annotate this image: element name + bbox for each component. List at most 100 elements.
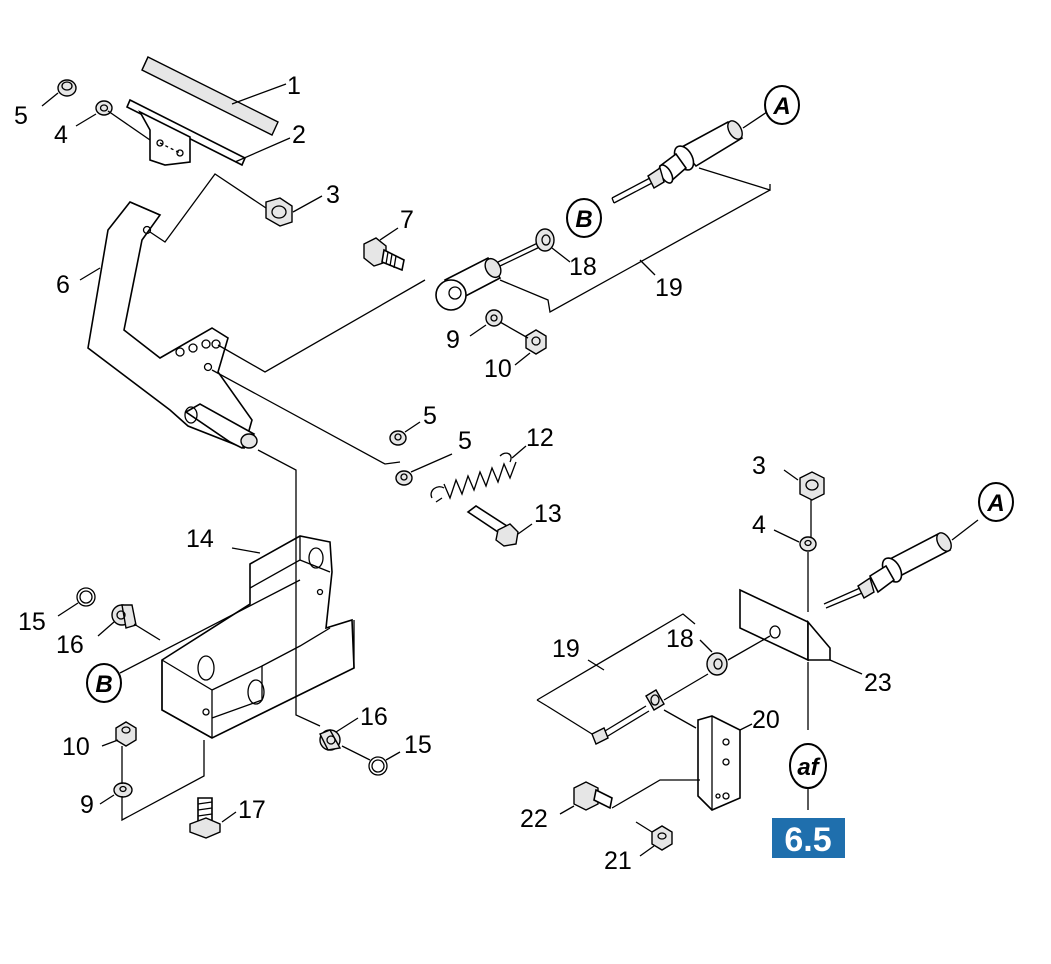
ref-circle-A-right: A <box>978 482 1014 522</box>
callout-13: 13 <box>534 500 562 528</box>
callout-4a: 4 <box>54 121 68 149</box>
nut-10-top <box>525 329 547 355</box>
leader-10a <box>514 352 531 366</box>
bolt-3-top <box>265 197 293 227</box>
callout-3a: 3 <box>326 181 340 209</box>
leader-9a <box>469 324 487 337</box>
callout-5a: 5 <box>14 102 28 130</box>
rod-end-19 <box>435 239 547 311</box>
callout-15a: 15 <box>18 608 46 636</box>
leader-16a <box>97 621 115 637</box>
callout-2: 2 <box>292 121 306 149</box>
bracket-19a-top <box>698 167 771 191</box>
ref-circle-B-left: B <box>86 663 122 703</box>
nut-5-spring-a <box>389 430 407 446</box>
washer-18-right <box>706 652 728 676</box>
leader-12 <box>511 445 527 459</box>
section-badge[interactable]: 6.5 <box>772 818 845 859</box>
bracket-19a <box>499 189 771 314</box>
bracket-19b-end <box>536 699 548 707</box>
leader-19b <box>587 659 605 671</box>
ref-circle-A-top: A <box>764 85 800 125</box>
leader-22 <box>559 805 575 815</box>
callout-5b: 5 <box>423 402 437 430</box>
bracket-19b <box>536 613 696 701</box>
leader-A-top <box>742 111 768 129</box>
assembly-line-20 <box>663 709 697 729</box>
nut-5-top <box>57 79 77 97</box>
callout-18a: 18 <box>569 253 597 281</box>
bolt-17 <box>189 797 221 839</box>
callout-10a: 10 <box>484 355 512 383</box>
callout-17: 17 <box>238 796 266 824</box>
assembly-line-16a <box>133 623 161 641</box>
assembly-line-9b <box>121 740 205 822</box>
callout-16a: 16 <box>56 631 84 659</box>
ref-circle-af: af <box>789 743 827 789</box>
assembly-line-spring <box>211 369 401 465</box>
leader-4a <box>75 113 97 127</box>
leader-1 <box>231 83 287 105</box>
callout-18b: 18 <box>666 625 694 653</box>
bolt-22 <box>573 781 613 811</box>
assembly-line-21 <box>635 821 653 833</box>
cable-right <box>823 532 952 609</box>
assembly-line-18b <box>727 635 771 661</box>
leader-23 <box>829 659 863 675</box>
svg-text:6.5: 6.5 <box>784 821 831 859</box>
nut-21 <box>651 825 673 851</box>
callout-12: 12 <box>526 424 554 452</box>
svg-text:af: af <box>797 754 820 781</box>
leader-18b <box>699 639 713 653</box>
callout-16b: 16 <box>360 703 388 731</box>
leader-17 <box>221 811 237 823</box>
leader-14 <box>231 547 261 554</box>
leader-3a <box>292 195 323 213</box>
assembly-line-3 <box>149 173 267 243</box>
leader-A-right <box>951 519 979 541</box>
leader-3b <box>783 469 799 481</box>
ref-circle-B-top: B <box>566 198 602 238</box>
assembly-line-shaft <box>257 449 321 727</box>
cable-top <box>611 120 744 204</box>
callout-3b: 3 <box>752 452 766 480</box>
callout-20: 20 <box>752 706 780 734</box>
leader-4b <box>773 529 800 543</box>
assembly-line-7 <box>217 279 426 373</box>
bushing-16-left <box>111 604 137 629</box>
washer-15-left <box>76 587 96 607</box>
svg-text:A: A <box>772 93 790 120</box>
bushing-16-right <box>319 729 342 751</box>
leader-9b <box>99 794 115 805</box>
leader-19a <box>639 259 656 276</box>
assembly-line-9 <box>499 321 529 339</box>
svg-text:B: B <box>95 671 112 698</box>
washer-15-right <box>368 756 388 776</box>
pedal-rubber-strip <box>141 56 279 136</box>
callout-22: 22 <box>520 805 548 833</box>
pedal-pivot-shaft <box>184 403 258 449</box>
bracket-plate-23 <box>739 588 831 662</box>
leader-16b <box>335 717 359 733</box>
washer-4-top <box>95 100 113 116</box>
nut-10-bottom <box>115 721 137 747</box>
leader-15b <box>385 751 401 761</box>
svg-text:A: A <box>986 490 1004 517</box>
washer-9-bottom <box>113 782 133 798</box>
callout-19b: 19 <box>552 635 580 663</box>
pedal-arm <box>87 201 253 450</box>
rod-end-19-right <box>591 689 665 745</box>
washer-4-right <box>799 536 817 552</box>
callout-14: 14 <box>186 525 214 553</box>
leader-13 <box>517 523 533 535</box>
assembly-line-B <box>119 579 301 674</box>
leader-20 <box>739 723 753 731</box>
callout-15b: 15 <box>404 731 432 759</box>
callout-10b: 10 <box>62 733 90 761</box>
callout-1: 1 <box>287 72 301 100</box>
callout-5c: 5 <box>458 427 472 455</box>
leader-15a <box>57 602 79 617</box>
bolt-3-right <box>799 471 825 501</box>
pedal-pad-plate <box>125 98 247 167</box>
